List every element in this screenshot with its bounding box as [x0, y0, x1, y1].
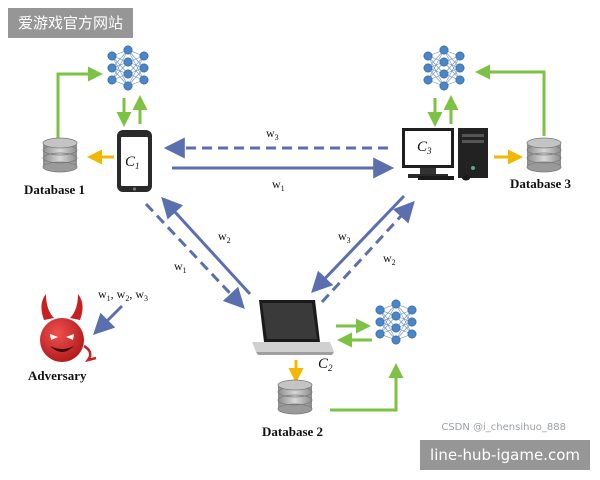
neural-network-icon	[423, 45, 465, 91]
database-3-icon	[526, 137, 562, 173]
training-loop-2	[330, 318, 404, 412]
database-2-icon	[277, 379, 313, 415]
database-2-label: Database 2	[262, 424, 323, 439]
desktop-label: C3	[417, 139, 432, 156]
edge-label-w3-right: w3	[338, 229, 351, 245]
laptop-icon	[252, 300, 334, 355]
adversary-label: Adversary	[28, 368, 87, 383]
phone-label: C1	[125, 154, 140, 171]
adversary-devil-icon	[40, 294, 97, 363]
edge-label-w1-left: w1	[174, 259, 187, 275]
neural-network-icon	[107, 45, 149, 91]
edge-label-w1-top: w1	[272, 177, 285, 193]
laptop-label: C2	[318, 356, 333, 373]
training-loop-3	[427, 64, 546, 136]
watermark-bottom[interactable]: line-hub-igame.com	[420, 440, 590, 470]
database-3-label: Database 3	[510, 176, 572, 191]
csdn-credit: CSDN @i_chensihuo_888	[441, 422, 566, 433]
edge-label-w3-top: w3	[266, 126, 279, 142]
watermark-top: 爱游戏官方网站	[8, 8, 134, 38]
database-1-label: Database 1	[24, 182, 85, 197]
edge-label-w2-right: w2	[383, 251, 396, 267]
edge-label-w2-left: w2	[218, 229, 231, 245]
training-loop-1	[56, 66, 148, 138]
communication-edges	[93, 137, 415, 335]
smartphone-icon	[117, 130, 152, 192]
neural-network-icon	[375, 299, 417, 345]
database-1-icon	[42, 137, 78, 173]
desktop-computer-icon	[402, 128, 488, 181]
adversary-weights-label: w1, w2, w3	[98, 287, 148, 303]
